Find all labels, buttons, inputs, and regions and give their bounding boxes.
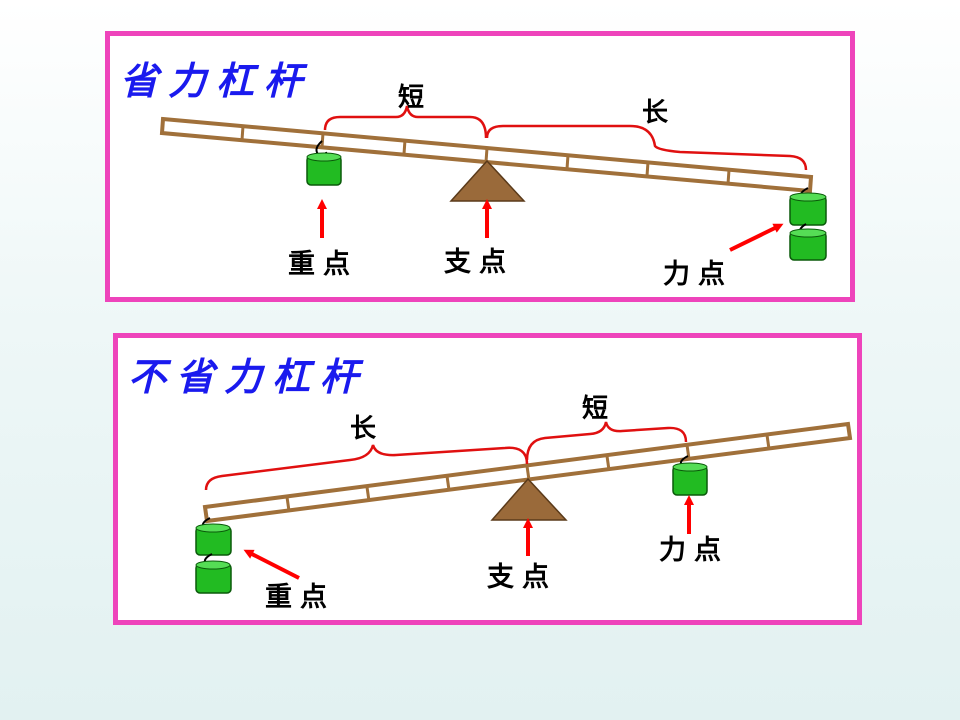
bottom-title: 不省力杠杆 <box>128 354 368 399</box>
top-effort-arrow <box>729 223 784 252</box>
top-load-label: 重点 <box>288 249 358 280</box>
save-effort-lever-panel <box>105 31 855 302</box>
bottom-long-brace <box>204 444 529 491</box>
top-short-label: 短 <box>398 83 424 113</box>
bottom-load-weights <box>195 517 232 594</box>
top-long-brace <box>485 124 808 171</box>
top-load-weight <box>306 140 342 186</box>
bottom-long-label: 长 <box>350 414 377 444</box>
top-short-brace <box>323 105 488 139</box>
top-title: 省力杠杆 <box>120 58 312 103</box>
top-long-label: 长 <box>642 98 669 128</box>
bottom-lever-bar <box>202 421 853 524</box>
top-fulcrum-triangle <box>449 159 526 202</box>
bottom-short-label: 短 <box>582 394 608 424</box>
bottom-load-label: 重点 <box>265 582 335 613</box>
bottom-short-brace <box>525 421 688 461</box>
top-lever-bar <box>159 116 814 194</box>
bottom-fulcrum-label: 支点 <box>487 562 557 593</box>
top-effort-weights <box>789 187 827 261</box>
top-fulcrum-label: 支点 <box>444 247 514 278</box>
bottom-load-arrow <box>243 549 300 580</box>
bottom-fulcrum-triangle <box>490 477 568 521</box>
top-effort-label: 力点 <box>663 259 733 290</box>
bottom-effort-label: 力点 <box>659 535 729 566</box>
